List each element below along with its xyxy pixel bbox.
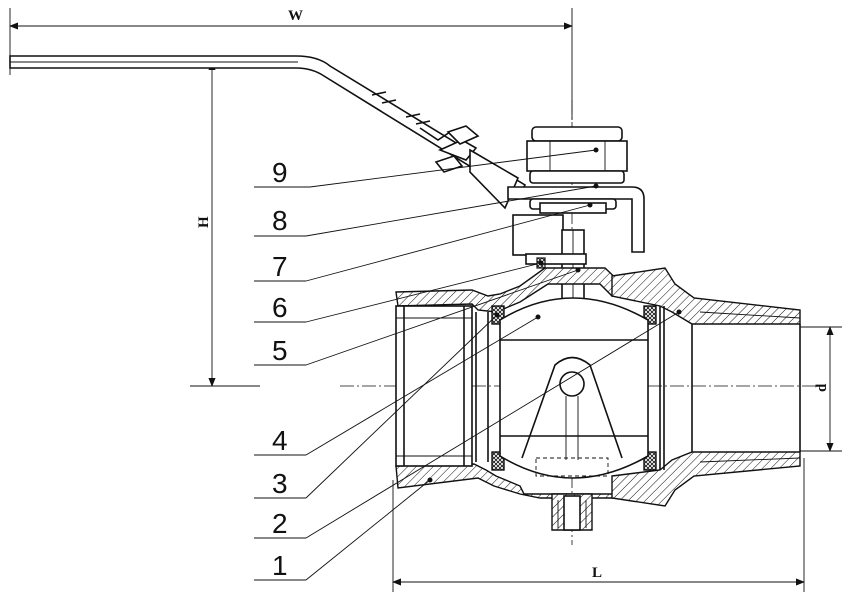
dimension-h: H bbox=[190, 61, 260, 387]
end-connector-right bbox=[611, 267, 801, 507]
dimension-w: W bbox=[9, 8, 573, 120]
packing-nut bbox=[529, 198, 617, 214]
dimension-d-label: d bbox=[814, 383, 830, 392]
callout-9: 9 bbox=[272, 157, 288, 188]
dimension-h-label: H bbox=[196, 216, 212, 228]
stem-nut bbox=[526, 126, 628, 184]
callout-5: 5 bbox=[272, 335, 288, 366]
dimension-l: L bbox=[392, 458, 805, 592]
dimension-d: d bbox=[800, 326, 842, 452]
callout-4: 4 bbox=[272, 425, 288, 456]
callout-8: 8 bbox=[272, 205, 288, 236]
body-left bbox=[395, 267, 637, 499]
callout-2: 2 bbox=[272, 508, 288, 539]
callout-1: 1 bbox=[272, 550, 288, 581]
bottom-plug bbox=[551, 493, 593, 531]
dimension-w-label: W bbox=[288, 8, 303, 24]
callout-3: 3 bbox=[272, 468, 288, 499]
callout-leaders bbox=[254, 147, 682, 581]
ball bbox=[499, 297, 649, 479]
handle-lever bbox=[9, 55, 527, 210]
callout-7: 7 bbox=[272, 251, 288, 282]
dimension-l-label: L bbox=[592, 565, 602, 581]
lever-plate bbox=[507, 186, 645, 253]
callout-6: 6 bbox=[272, 292, 288, 323]
